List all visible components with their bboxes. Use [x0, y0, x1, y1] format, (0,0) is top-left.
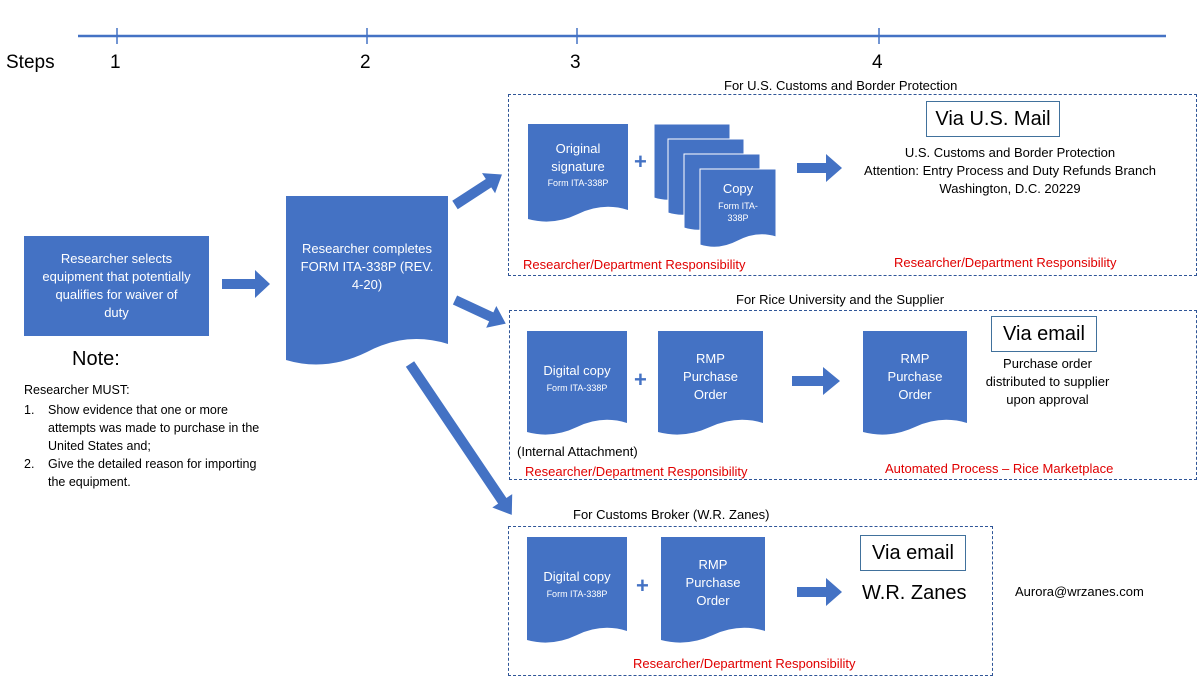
broker-panel — [508, 526, 993, 676]
rice-description: Purchase order distributed to supplier u… — [970, 355, 1125, 409]
note-item-1: 1. Show evidence that one or more attemp… — [24, 401, 299, 455]
document-shape — [661, 537, 765, 643]
cbp-address-line1: U.S. Customs and Border Protection — [904, 145, 1116, 160]
rice-digital-copy-doc: Digital copy Form ITA-338P — [527, 331, 627, 441]
plus-icon: + — [636, 573, 649, 598]
rice-attachment-note: (Internal Attachment) — [517, 444, 638, 459]
rice-po-line1: RMP — [696, 351, 725, 366]
note-item-2: 2. Give the detailed reason for importin… — [24, 455, 299, 491]
arrow-rice-to-po — [792, 367, 840, 395]
rice-po2-line2: Purchase — [887, 369, 943, 384]
rice-panel-title: For Rice University and the Supplier — [736, 292, 945, 307]
cbp-original-form: Form ITA-338P — [547, 178, 609, 188]
note-item-1-line3: United States and; — [48, 439, 151, 453]
arrow-broker-to-zanes — [797, 578, 842, 606]
step-number-1: 1 — [110, 52, 121, 73]
rice-po-line3: Order — [693, 387, 728, 402]
document-shape — [527, 331, 627, 435]
arrow-step1-to-step2 — [222, 270, 270, 298]
cbp-channel-box: Via U.S. Mail — [926, 101, 1060, 137]
broker-po-line3: Order — [696, 593, 730, 608]
cbp-address: U.S. Customs and Border Protection Atten… — [840, 144, 1180, 198]
rice-channel-box: Via email — [991, 316, 1097, 352]
note-item-2-line2: the equipment. — [48, 475, 131, 489]
cbp-panel-title: For U.S. Customs and Border Protection — [724, 78, 958, 93]
broker-digital-copy-doc: Digital copy Form ITA-338P — [527, 537, 627, 649]
document-shape — [286, 196, 448, 365]
arrow-to-broker — [405, 361, 513, 515]
broker-digital-copy-form: Form ITA-338P — [546, 589, 608, 599]
cbp-responsibility-left: Researcher/Department Responsibility — [523, 257, 746, 272]
step2-form-document: Researcher completes FORM ITA-338P (REV.… — [286, 196, 448, 368]
broker-responsibility: Researcher/Department Responsibility — [633, 656, 856, 671]
arrow-to-rice — [452, 295, 506, 328]
broker-channel-box: Via email — [860, 535, 966, 571]
timeline-line — [78, 28, 1166, 44]
document-shape — [699, 168, 777, 248]
cbp-address-line2: Attention: Entry Process and Duty Refund… — [864, 163, 1156, 178]
cbp-original-line2: signature — [551, 159, 605, 174]
broker-po-doc: RMP Purchase Order — [661, 537, 765, 649]
rice-panel — [509, 310, 1197, 480]
rice-desc-line1: Purchase order — [1003, 356, 1092, 371]
note-list: 1. Show evidence that one or more attemp… — [24, 401, 299, 491]
document-shape — [658, 331, 763, 435]
rice-responsibility-left: Researcher/Department Responsibility — [525, 464, 748, 479]
note-item-1-line1: Show evidence that one or more — [48, 403, 228, 417]
broker-digital-copy-title: Digital copy — [543, 569, 611, 584]
step1-text: Researcher selects equipment that potent… — [42, 251, 191, 320]
arrow-to-cbp — [452, 173, 502, 210]
document-shape — [528, 124, 628, 222]
timeline-label: Steps — [6, 52, 55, 73]
cbp-original-line1: Original — [555, 141, 601, 156]
note-intro: Researcher MUST: — [24, 383, 130, 397]
rice-po-approved-doc: RMP Purchase Order — [863, 331, 967, 441]
step-number-4: 4 — [872, 52, 883, 73]
rice-digital-copy-title: Digital copy — [543, 363, 611, 378]
plus-icon: + — [634, 149, 647, 174]
broker-po-line1: RMP — [698, 557, 728, 572]
note-item-1-num: 1. — [24, 403, 35, 417]
rice-digital-copy-form: Form ITA-338P — [546, 383, 608, 393]
cbp-copy-form-1: Form ITA- — [718, 201, 758, 211]
note-item-1-line2: attempts was made to purchase in the — [48, 421, 260, 435]
arrow-cbp-to-mail — [797, 154, 842, 182]
broker-recipient: W.R. Zanes — [862, 582, 967, 604]
cbp-copy-form-2: 338P — [727, 213, 749, 223]
broker-panel-title: For Customs Broker (W.R. Zanes) — [573, 507, 770, 522]
rice-responsibility-right: Automated Process – Rice Marketplace — [885, 461, 1114, 476]
document-shape — [863, 331, 967, 435]
step1-box: Researcher selects equipment that potent… — [24, 236, 209, 336]
rice-po-line2: Purchase — [683, 369, 738, 384]
cbp-panel — [508, 94, 1197, 276]
step-number-2: 2 — [360, 52, 371, 73]
cbp-copy-title: Copy — [722, 181, 754, 196]
cbp-address-line3: Washington, D.C. 20229 — [939, 181, 1081, 196]
cbp-copy-doc: Copy Form ITA- 338P — [699, 168, 777, 249]
rice-po2-line1: RMP — [900, 351, 930, 366]
plus-icon: + — [634, 367, 647, 392]
rice-po2-line3: Order — [898, 387, 932, 402]
step-number-3: 3 — [570, 52, 581, 73]
cbp-responsibility-right: Researcher/Department Responsibility — [894, 255, 1117, 270]
note-item-2-line1: Give the detailed reason for importing — [48, 457, 257, 471]
rice-desc-line2: distributed to supplier — [985, 374, 1110, 389]
broker-email[interactable]: Aurora@wrzanes.com — [1015, 584, 1144, 599]
rice-desc-line3: upon approval — [1006, 392, 1089, 407]
note-title: Note: — [72, 348, 120, 370]
document-shape — [527, 537, 627, 643]
note-item-2-num: 2. — [24, 457, 35, 471]
rice-po-doc: RMP Purchase Order — [658, 331, 763, 441]
broker-po-line2: Purchase — [685, 575, 741, 590]
cbp-original-doc: Original signature Form ITA-338P — [528, 124, 628, 224]
step2-text: Researcher completes FORM ITA-338P (REV.… — [300, 241, 434, 292]
